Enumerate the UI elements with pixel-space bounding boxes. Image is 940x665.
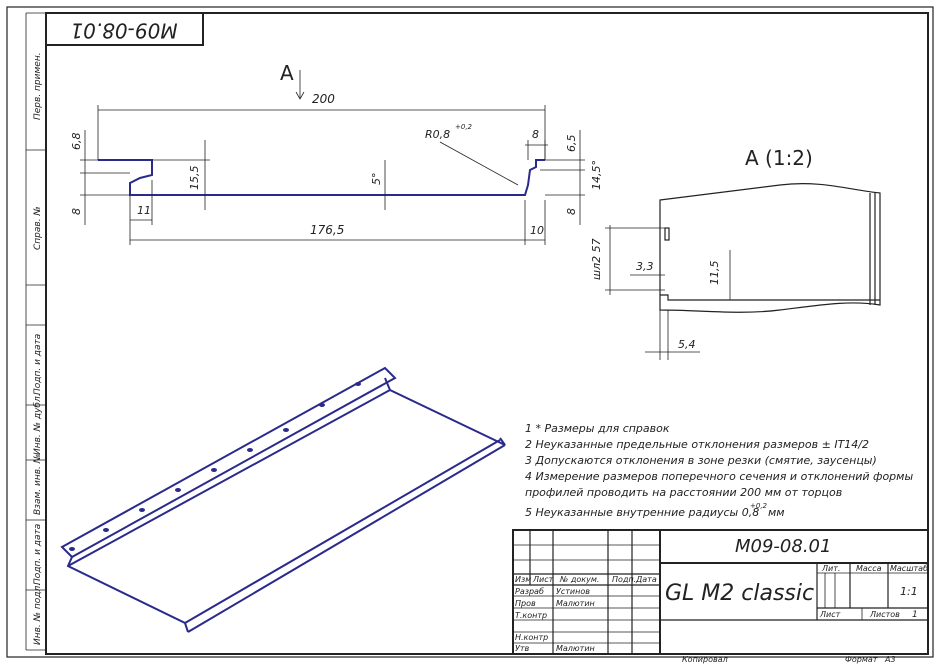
- profile-outline: [98, 159, 545, 196]
- title-block: Изм Лист № докум. Подп. Дата Разраб Пров…: [512, 529, 929, 655]
- dim-10: 10: [530, 224, 544, 237]
- detail-view-A: A (1:2) шл2 57 3,3 11,5 5,4: [590, 146, 881, 360]
- title-name: GL M2 classic: [665, 581, 814, 606]
- name-6: Малютин: [556, 644, 595, 653]
- col-izm: Изм: [515, 575, 531, 584]
- role-1: Разраб: [515, 587, 544, 596]
- note-4-cont: профилей проводить на расстоянии 200 мм …: [525, 486, 842, 499]
- view-marker-A: A: [280, 61, 294, 85]
- col-list: Лист: [532, 575, 554, 584]
- dim-176-5: 176,5: [310, 223, 344, 237]
- sheets-value: 1: [912, 610, 918, 620]
- title-doc-code: М09-08.01: [735, 536, 831, 557]
- profile-section: A 200 6,8 8 15,5 11 176,5 10: [70, 61, 603, 245]
- scale-value: 1:1: [900, 585, 918, 598]
- note-3: 3 Допускаются отклонения в зоне резки (с…: [525, 454, 877, 467]
- role-3: Т.контр: [515, 611, 547, 620]
- detail-title: A (1:2): [745, 146, 813, 170]
- dim-8-right-top: 8: [532, 128, 539, 141]
- name-1: Устинов: [556, 587, 590, 596]
- margin-label-7: Инв. № подл.: [33, 583, 43, 645]
- margin-label-5: Взам. инв. №: [33, 454, 43, 515]
- margin-label-4: Инв. № дубл.: [33, 393, 43, 455]
- dim-14-5: 14,5°: [590, 160, 603, 190]
- technical-notes: 1 * Размеры для справок 2 Неуказанные пр…: [525, 422, 913, 519]
- inner-frame: [45, 12, 929, 655]
- dim-8-left: 8: [70, 208, 83, 215]
- dim-radius: R0,8: [425, 128, 450, 141]
- dim-5deg: 5°: [370, 173, 383, 186]
- note-5-unit: мм: [768, 506, 785, 519]
- scale-label: Масштаб: [890, 564, 928, 573]
- note-4: 4 Измерение размеров поперечного сечения…: [525, 470, 913, 483]
- detail-dim-height: 11,5: [708, 261, 721, 286]
- note-2: 2 Неуказанные предельные отклонения разм…: [525, 438, 869, 451]
- outer-frame: [6, 6, 934, 658]
- role-5: Н.контр: [515, 633, 548, 642]
- col-doc: № докум.: [559, 575, 599, 584]
- note-5: 5 Неуказанные внутренние радиусы 0,8: [525, 506, 759, 519]
- margin-label-6: Подп. и дата: [33, 524, 43, 585]
- role-6: Утв: [515, 644, 530, 653]
- lit-label: Лит.: [821, 564, 840, 573]
- note-5-tol: +0,2: [750, 502, 768, 510]
- detail-dim-slot: шл2 57: [590, 238, 603, 280]
- rotated-code-box: М09-08.01: [45, 12, 204, 46]
- dim-radius-tol: +0,2: [455, 123, 473, 131]
- sheets-label: Листов: [869, 610, 900, 619]
- isometric-slots: [69, 382, 361, 551]
- dim-200: 200: [312, 92, 335, 106]
- dim-11: 11: [137, 204, 151, 217]
- detail-dim-bottom: 5,4: [678, 338, 696, 351]
- detail-dim-offset: 3,3: [636, 260, 654, 273]
- col-date: Дата: [635, 575, 657, 584]
- margin-label-1: Перв. примен.: [33, 52, 43, 120]
- dim-8-right: 8: [565, 208, 578, 215]
- name-2: Малютин: [556, 599, 595, 608]
- role-2: Пров: [515, 599, 536, 608]
- col-sign: Подп.: [612, 575, 636, 584]
- rotated-code: М09-08.01: [70, 19, 177, 43]
- format-label: Формат: [845, 655, 878, 664]
- dim-15-5: 15,5: [188, 166, 201, 191]
- mass-label: Масса: [856, 564, 882, 573]
- margin-label-2: Справ. №: [33, 206, 43, 250]
- dim-6-5: 6,5: [565, 135, 578, 153]
- left-margin-strip: Перв. примен. Справ. № Подп. и дата Инв.…: [25, 12, 46, 651]
- margin-label-3: Подп. и дата: [33, 334, 43, 395]
- note-1: 1 * Размеры для справок: [525, 422, 670, 435]
- sheet-label: Лист: [819, 610, 841, 619]
- copied-label: Копировал: [682, 655, 728, 664]
- dim-6-8: 6,8: [70, 133, 83, 151]
- isometric-panel: [60, 366, 506, 633]
- format-value: А3: [884, 655, 896, 664]
